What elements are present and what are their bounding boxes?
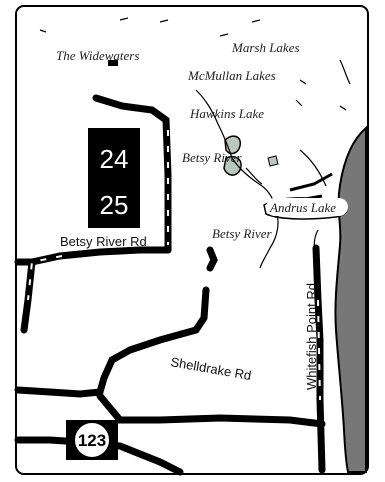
- streams: [39, 17, 351, 269]
- river-label-betsy-upper: Betsy River: [182, 150, 242, 165]
- betsy-river-rd-line: [28, 246, 172, 266]
- road-label-betsy-river-rd: Betsy River Rd: [60, 234, 147, 249]
- roads: [14, 94, 326, 476]
- route-sign-25-label: 25: [100, 190, 129, 220]
- south-road-line: [96, 392, 326, 428]
- river-label-betsy-lower: Betsy River: [212, 226, 272, 241]
- lake-label-widewaters: The Widewaters: [56, 48, 139, 63]
- route-sign-24-label: 24: [100, 144, 129, 174]
- lake-label-mcmullan: McMullan Lakes: [187, 68, 276, 83]
- route-123-label: 123: [78, 431, 106, 450]
- andrus-lake-label-bg: [266, 198, 348, 216]
- lake-label-andrus: Andrus Lake: [269, 200, 336, 215]
- road-label-whitefish-point-rd: Whitefish Point Rd: [304, 283, 319, 390]
- map-border: [15, 5, 369, 475]
- lake-label-hawkins: Hawkins Lake: [189, 106, 264, 121]
- betsy-lake-shape: [223, 156, 242, 176]
- shelldrake-rd-line: [14, 286, 210, 398]
- road-north-loop: [92, 94, 172, 254]
- road-dashes: [27, 130, 321, 401]
- lake-speck-1: [267, 155, 279, 167]
- route-123-disc: [73, 421, 111, 459]
- spur-road-line: [206, 246, 218, 272]
- route-sign-24-25: [88, 128, 140, 228]
- lake-label-marsh: Marsh Lakes: [231, 40, 300, 55]
- widewaters-shape: [108, 60, 118, 66]
